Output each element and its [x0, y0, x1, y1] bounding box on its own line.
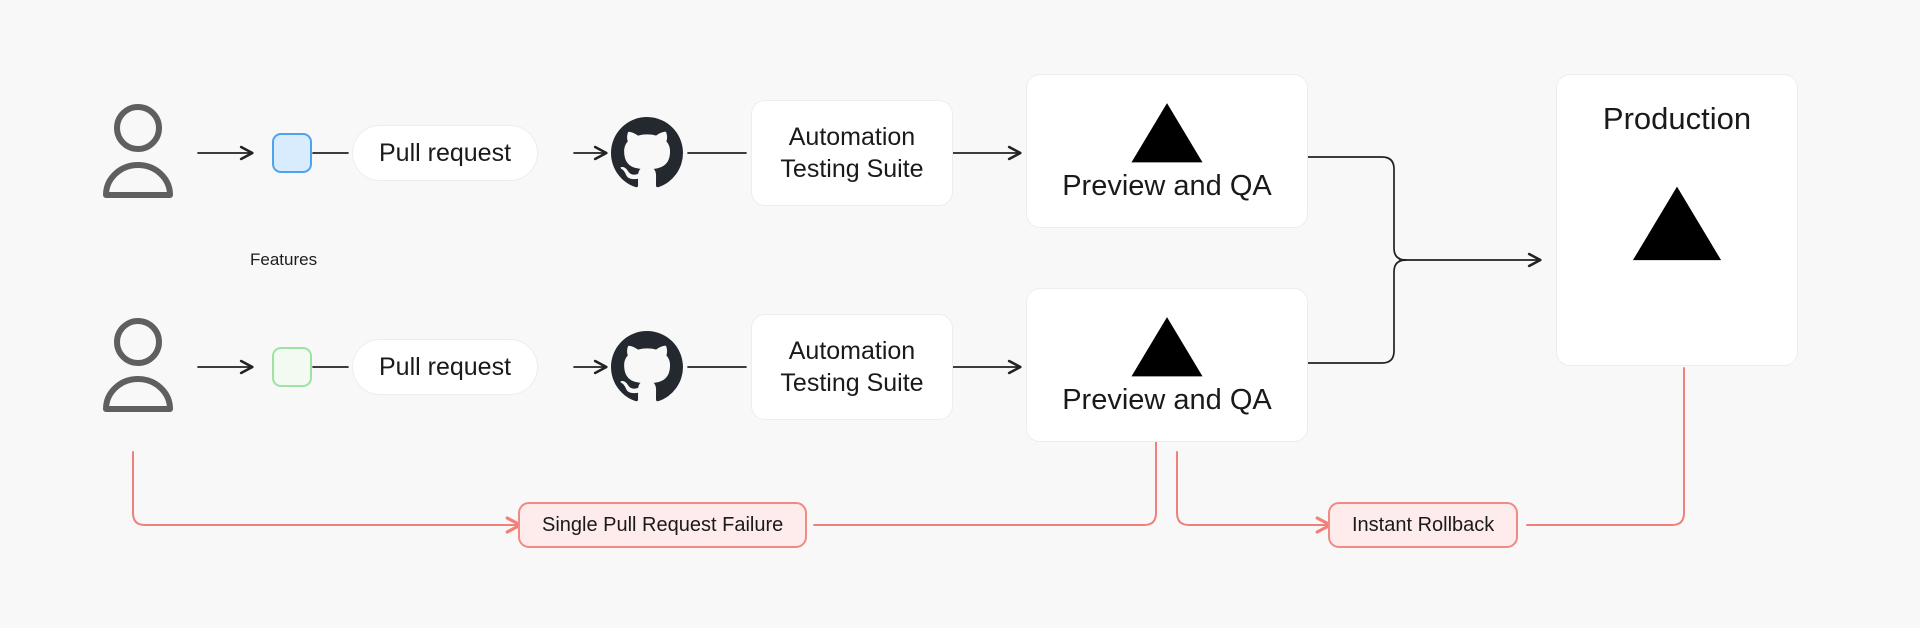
pull-request-label: Pull request [379, 138, 512, 167]
wire-rollback-up-arrow [1176, 451, 1332, 534]
feature-chip-blue[interactable] [272, 133, 312, 173]
vercel-triangle-icon [1131, 316, 1203, 376]
github-icon [611, 331, 683, 402]
github-icon [611, 117, 683, 188]
automation-testing-suite-card-bottom: Automation Testing Suite [751, 314, 953, 420]
wire-failure-right-segment [813, 431, 1157, 526]
person-icon [103, 104, 173, 198]
preview-and-qa-card-bottom: Preview and QA [1026, 288, 1308, 442]
annotation-single-pull-request-failure[interactable]: Single Pull Request Failure [518, 502, 808, 548]
pull-request-label: Pull request [379, 352, 512, 381]
annotation-instant-rollback[interactable]: Instant Rollback [1328, 502, 1519, 548]
preview-and-qa-label: Preview and QA [1062, 169, 1272, 202]
wire-preview-top-to-merge [1307, 156, 1407, 261]
production-card: Production [1556, 74, 1798, 366]
developer-person-icon-top [98, 102, 178, 198]
vercel-triangle-icon [1632, 186, 1722, 261]
github-icon-top [611, 117, 683, 189]
preview-and-qa-label: Preview and QA [1062, 383, 1272, 416]
automation-testing-suite-card-top: Automation Testing Suite [751, 100, 953, 206]
pull-request-pill-top[interactable]: Pull request [352, 125, 539, 181]
feature-chip-green[interactable] [272, 347, 312, 387]
vercel-triangle-icon [1131, 102, 1203, 162]
annotation-label: Instant Rollback [1352, 513, 1495, 536]
wire-preview-bottom-to-merge [1307, 259, 1407, 364]
pull-request-pill-bottom[interactable]: Pull request [352, 339, 539, 395]
developer-person-icon-bottom [98, 316, 178, 412]
preview-and-qa-card-top: Preview and QA [1026, 74, 1308, 228]
person-icon [103, 318, 173, 412]
automation-testing-suite-label: Automation Testing Suite [780, 123, 924, 183]
wire-rollback-from-production [1526, 367, 1685, 526]
production-title: Production [1602, 101, 1752, 136]
features-caption: Features [250, 250, 318, 269]
automation-testing-suite-label: Automation Testing Suite [780, 337, 924, 397]
github-icon-bottom [611, 331, 683, 403]
annotation-label: Single Pull Request Failure [542, 513, 784, 536]
wire-failure-left-arrow [132, 451, 522, 534]
